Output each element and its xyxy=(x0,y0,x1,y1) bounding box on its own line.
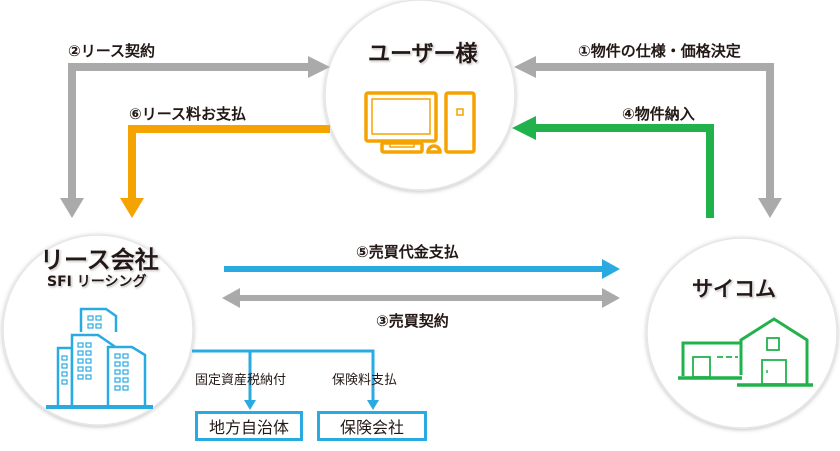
flow-label-4: ④物件納入 xyxy=(622,105,695,123)
house-factory-icon xyxy=(678,317,813,387)
flow-label-6: ⑥リース料お支払 xyxy=(129,105,246,123)
subflow-label-insurance-payment: 保険料支払 xyxy=(332,373,398,388)
branch-lines xyxy=(192,349,379,410)
arrow-spec-price-decision xyxy=(514,56,782,218)
office-buildings-icon xyxy=(46,307,153,409)
flow-label-5: ⑤売買代金支払 xyxy=(356,243,459,261)
lease-node-subtitle: SFI リーシング xyxy=(47,274,147,290)
user-node-title: ユーザー様 xyxy=(368,42,478,67)
box-local-government-label: 地方自治体 xyxy=(208,418,289,437)
box-insurance-company-label: 保険会社 xyxy=(339,418,404,437)
flow-label-3: ③売買契約 xyxy=(376,312,449,330)
arrow-sales-contract xyxy=(222,288,620,308)
user-node-circle xyxy=(324,0,516,191)
box-insurance-company: 保険会社 xyxy=(317,411,427,441)
arrow-purchase-payment xyxy=(224,259,620,279)
desktop-computer-icon xyxy=(364,91,476,154)
flow-label-2: ②リース契約 xyxy=(68,42,155,60)
saicom-node-title: サイコム xyxy=(692,277,776,301)
subflow-label-property-tax: 固定資産税納付 xyxy=(195,373,287,388)
flow-label-1: ①物件の仕様・価格決定 xyxy=(578,42,741,60)
saicom-node-circle xyxy=(646,237,838,429)
arrow-lease-payment xyxy=(120,125,330,218)
arrow-delivery xyxy=(512,116,714,218)
arrow-lease-contract xyxy=(60,56,330,218)
lease-node-title: リース会社 xyxy=(40,246,159,274)
box-local-government: 地方自治体 xyxy=(195,411,303,441)
